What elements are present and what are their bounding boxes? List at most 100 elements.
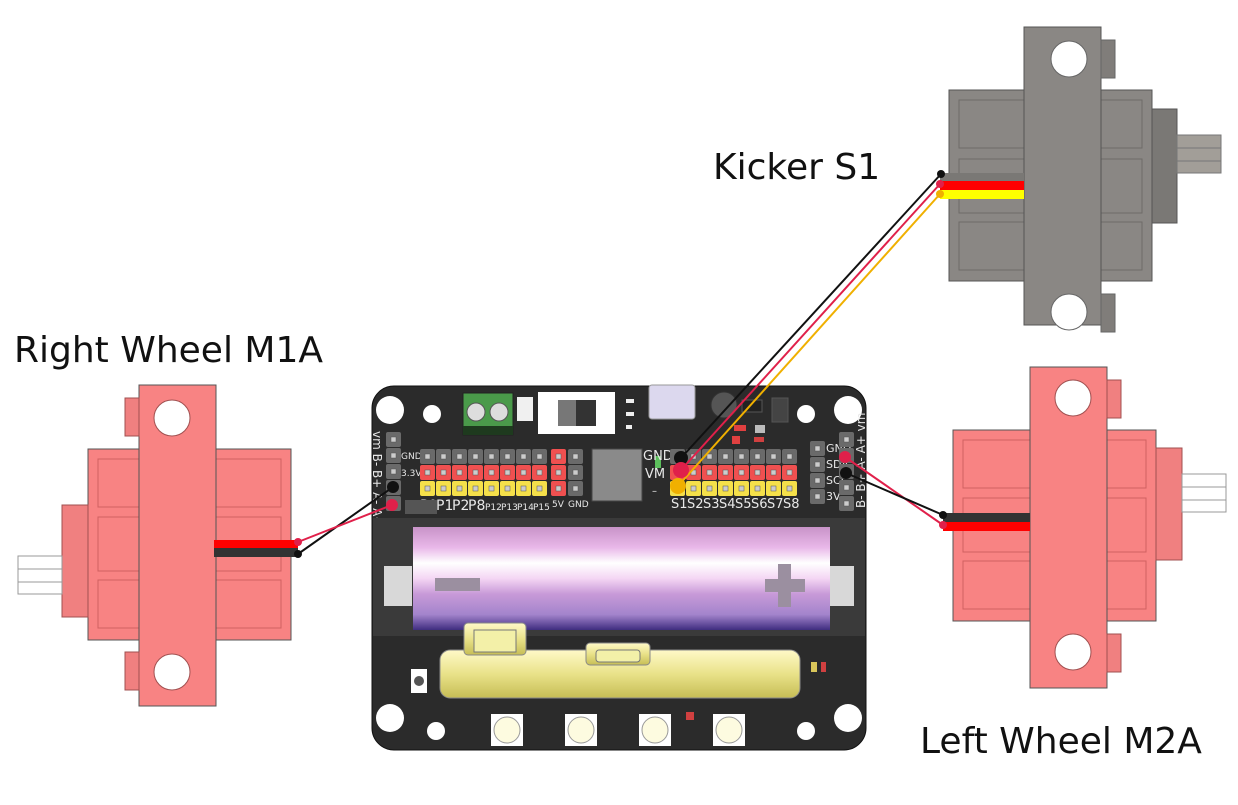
pin-pad xyxy=(722,469,729,476)
pin-pad xyxy=(472,453,479,460)
servo-cable-black xyxy=(940,173,1024,181)
servo-label-s7: S7 xyxy=(767,497,784,512)
gnd-row-label: GND xyxy=(401,452,422,462)
gpio-label-p8: P8 xyxy=(468,498,485,514)
kicker-label: Kicker S1 xyxy=(713,147,881,188)
pin-pad xyxy=(536,485,543,492)
battery-holder xyxy=(373,518,865,636)
right-wheel-motor xyxy=(17,384,298,707)
servo-vm-label: VM xyxy=(645,467,665,482)
led-lens xyxy=(567,716,595,744)
wires xyxy=(294,170,947,558)
pin-pad xyxy=(456,485,463,492)
pin-pad xyxy=(504,485,511,492)
gpio-label-p14: P14 xyxy=(517,503,534,513)
servo-label-s1: S1 xyxy=(671,497,688,512)
gpio-label-p15: P15 xyxy=(533,503,550,513)
wire-m2-a-plus xyxy=(844,456,944,526)
usb-port[interactable] xyxy=(648,384,696,420)
wire-m1-a-minus xyxy=(297,486,394,555)
wire-m2-a-minus xyxy=(845,472,944,516)
pin-pad xyxy=(555,485,562,492)
pin-pad xyxy=(472,469,479,476)
motor1-header[interactable] xyxy=(386,432,401,511)
pin-pad xyxy=(754,453,761,460)
pin-pad xyxy=(786,469,793,476)
servo-label-s8: S8 xyxy=(783,497,800,512)
pin-pad xyxy=(504,453,511,460)
pin-pad xyxy=(706,469,713,476)
wire-kicker-s1 xyxy=(677,193,941,487)
led-lens xyxy=(641,716,669,744)
pin-pad xyxy=(555,453,562,460)
kicker-servo xyxy=(940,26,1222,333)
pin-pad xyxy=(440,469,447,476)
motor2-cable-red xyxy=(943,522,1030,531)
pin-pad xyxy=(572,453,579,460)
servo-minus-label: – xyxy=(652,486,657,497)
gpio-label-p13: P13 xyxy=(501,503,518,513)
pin-pad xyxy=(786,485,793,492)
pin-pad xyxy=(738,453,745,460)
power-switch[interactable] xyxy=(538,392,615,434)
gpio-label-p1: P1 xyxy=(436,498,453,514)
pin-pad xyxy=(738,485,745,492)
servo-gnd-label: GND xyxy=(643,449,673,464)
pin-pad xyxy=(722,485,729,492)
left-wheel-label: Left Wheel M2A xyxy=(920,721,1202,762)
pin-pad xyxy=(843,436,850,443)
pin-pad xyxy=(536,453,543,460)
battery-plus-sign xyxy=(765,564,805,607)
wire-kicker-vm xyxy=(680,183,941,471)
terminal-block xyxy=(462,392,514,436)
pin-pad xyxy=(504,469,511,476)
battery-cell xyxy=(413,527,830,630)
pin-pad xyxy=(390,468,397,475)
pin-pad xyxy=(390,436,397,443)
pin-pad xyxy=(440,453,447,460)
pin-pad xyxy=(814,493,821,500)
pin-pad xyxy=(706,485,713,492)
main-chip xyxy=(591,448,643,502)
battery-minus-sign xyxy=(435,578,480,591)
pin-pad xyxy=(814,461,821,468)
pin-pad xyxy=(520,469,527,476)
pin-pad xyxy=(706,453,713,460)
servo-label-s2: S2 xyxy=(687,497,704,512)
pin-pad xyxy=(555,469,562,476)
pin-pad xyxy=(814,477,821,484)
gpio-label-p2: P2 xyxy=(452,498,469,514)
power-5v-label: 5V xyxy=(552,500,565,510)
pin-pad xyxy=(456,453,463,460)
servo-cable-red xyxy=(940,181,1024,190)
servo-label-s4: S4 xyxy=(719,497,736,512)
pin-pad xyxy=(722,453,729,460)
pin-pad xyxy=(690,485,697,492)
pin-pad xyxy=(843,500,850,507)
right-wheel-label: Right Wheel M1A xyxy=(14,330,323,371)
pin-pad xyxy=(754,485,761,492)
servo-label-s5: S5 xyxy=(735,497,752,512)
pin-pad xyxy=(770,453,777,460)
vcc-row-label: 3.3V xyxy=(401,469,422,479)
pin-pad xyxy=(536,469,543,476)
pin-pad xyxy=(754,469,761,476)
servo-cable-yellow xyxy=(940,190,1024,199)
motor1-side-label: vm B- B+ A- A+ xyxy=(370,431,384,526)
pin-pad xyxy=(814,445,821,452)
pin-pad xyxy=(488,453,495,460)
pin-pad xyxy=(572,485,579,492)
pin-pad xyxy=(786,453,793,460)
servo-label-s6: S6 xyxy=(751,497,768,512)
inductor xyxy=(710,391,738,419)
wire-m1-a-plus xyxy=(297,504,393,543)
motor1-cable-red xyxy=(214,540,298,548)
pin-pad xyxy=(440,485,447,492)
pin-pad xyxy=(390,452,397,459)
pin-pad xyxy=(770,469,777,476)
rgb-leds xyxy=(491,714,745,746)
